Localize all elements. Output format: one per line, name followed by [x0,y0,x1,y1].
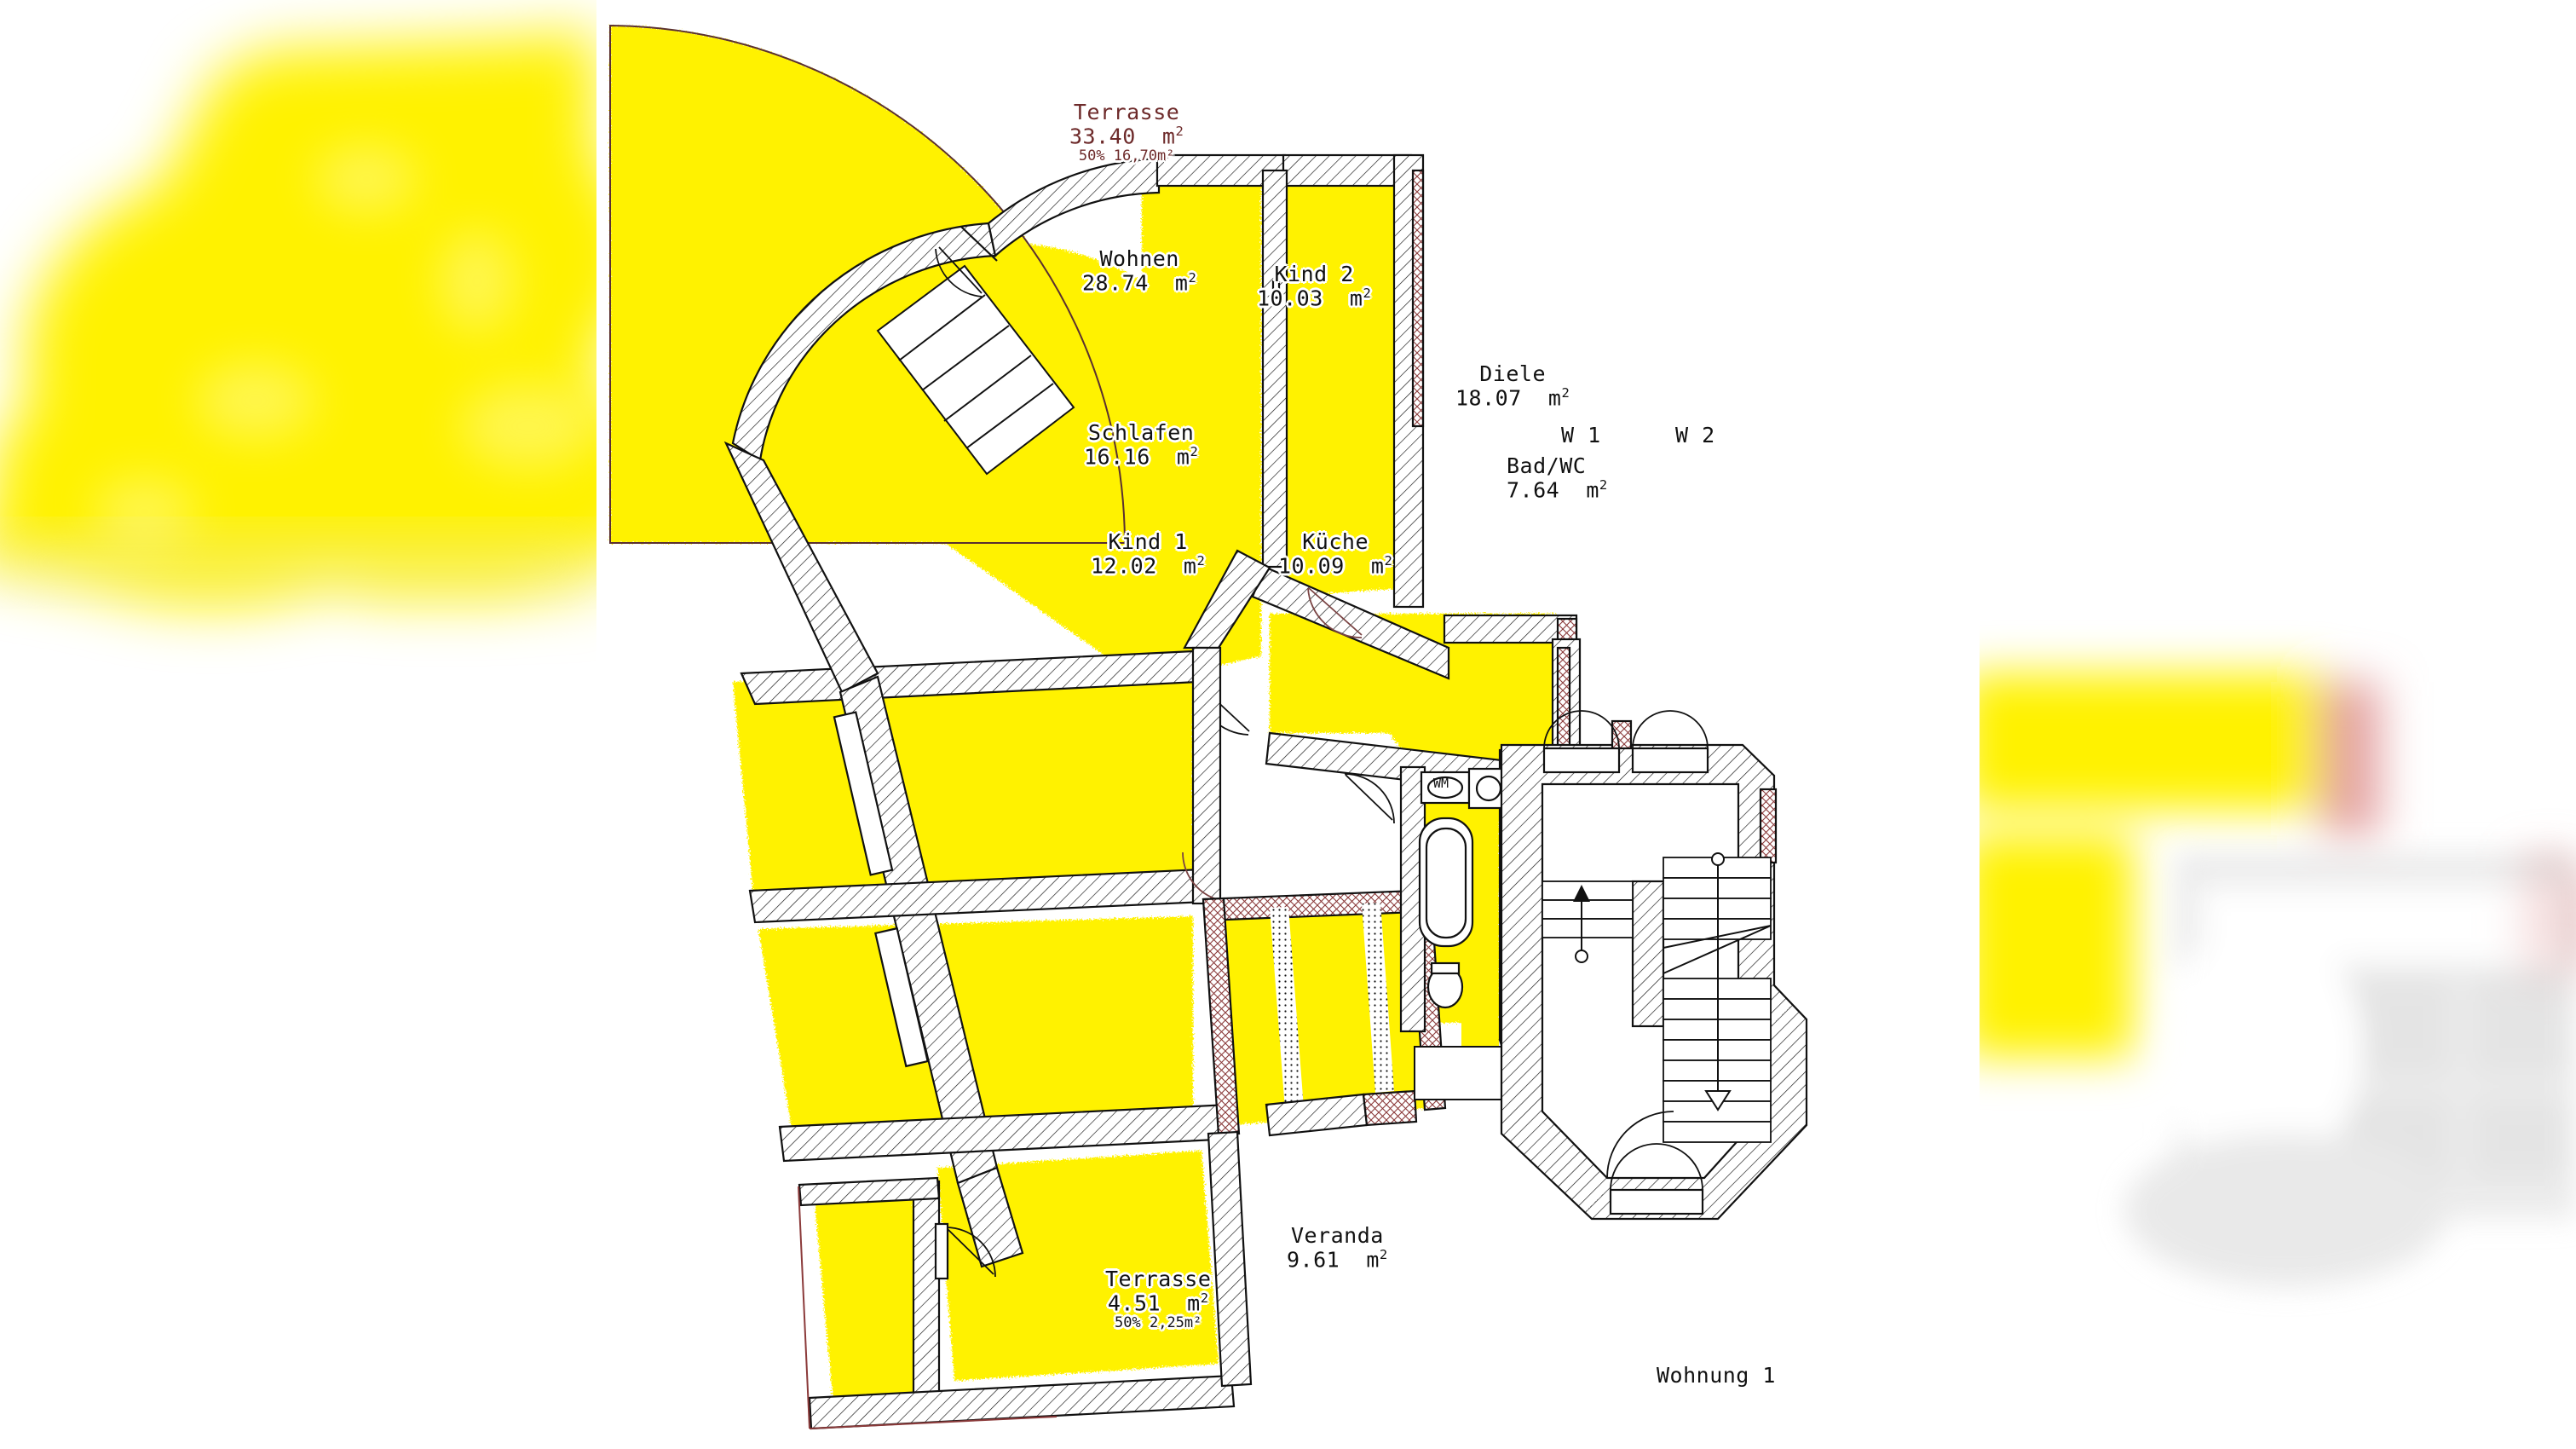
blurred-backdrop-left [0,0,596,1449]
wall-bay-curved-upper [987,157,1161,258]
wall-wohnen-kind2 [1261,169,1288,569]
stair-up-arrow [1573,885,1590,963]
room-label-diele: Diele 18.07 m2 [1455,361,1570,411]
room-label-terrasse-gross: Terrasse 33.40 m2 50% 16,70m² [1069,100,1184,165]
wall-kind2-right-new [1411,169,1425,428]
stairwell-label-w1: W 1 [1561,423,1601,447]
wall-schlafen-right [1191,646,1222,905]
wall-terrasse-right [912,1180,941,1406]
room-label-bad-wc: Bad/WC 7.64 m2 [1507,453,1608,503]
wall-kueche-left-new [1202,897,1241,1137]
door-entrance-frame [1609,1188,1704,1215]
plan-caption: Wohnung 1 [1657,1363,1776,1388]
stair-down-arrow [1704,852,1732,1111]
stairwell-block [1500,710,1808,1221]
wall-diele-top [1443,614,1578,644]
wall-stairwell-new [1759,788,1778,864]
wall-top-2 [1282,153,1413,188]
wall-bottom [808,1374,1236,1430]
room-label-veranda: Veranda 9.61 m2 [1287,1223,1388,1273]
yellow-patch-kitchen-door [1461,1019,1499,1048]
room-label-kueche: Küche 10.09 m2 [1278,529,1393,579]
wall-terrasse-top [798,1176,941,1207]
blurred-backdrop-right [1980,0,2576,1449]
wall-demolished-2 [1362,903,1394,1093]
door-w2-frame [1631,747,1709,774]
wall-terrasse-left [956,1166,1024,1268]
floorplan-svg [596,0,1980,1449]
walls [723,153,1582,1430]
backdrop-right-graphic [1980,0,2576,1449]
wall-demolished-1 [1270,907,1304,1110]
stairwell-label-w2: W 2 [1675,423,1715,447]
floorplan-drawing: Terrasse 33.40 m2 50% 16,70m² Wohnen 28.… [596,0,1980,1449]
room-label-kind2: Kind 2 10.03 m2 [1257,262,1372,311]
washing-machine-label: WM [1433,776,1449,791]
terrace-outline [609,24,1127,544]
room-label-kind1: Kind 1 12.02 m2 [1091,529,1206,579]
wall-veranda-right [1207,1130,1253,1388]
room-label-schlafen: Schlafen 16.16 m2 [1084,420,1199,470]
door-w1-frame [1542,747,1621,774]
wall-outer-left-upper [723,441,879,694]
room-label-terrasse-klein: Terrasse 4.51 m2 50% 2,25m² [1105,1267,1212,1332]
room-label-wohnen: Wohnen 28.74 m2 [1082,246,1197,296]
hallway-nook [1414,1046,1507,1100]
stair-core [1631,880,1665,1028]
backdrop-left-graphic [0,0,596,1449]
terrace-stairs [876,264,1075,476]
